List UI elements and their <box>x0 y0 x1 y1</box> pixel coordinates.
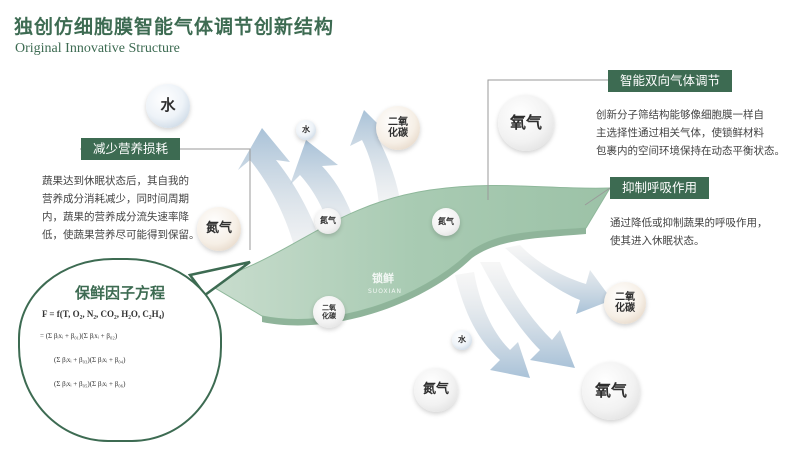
water-bubble-large: 水 <box>146 84 190 128</box>
reduce-nutrient-loss-tag: 减少营养损耗 <box>81 138 181 160</box>
desc-line: 内，蔬果的营养成分流失速率降 <box>42 211 189 223</box>
desc-line: 蔬果达到休眠状态后，其自我的 <box>42 175 189 187</box>
formula-main: F = f(T, O₂, N₂, CO₂, H₂O, C₂H₄) <box>42 309 165 319</box>
brand-logo-sub: SUOXIAN <box>368 288 403 295</box>
formula-title: 保鲜因子方程 <box>74 284 165 302</box>
nitrogen-bubble-left: 氮气 <box>197 207 241 251</box>
nitrogen-bubble-small: 氮气 <box>315 208 341 234</box>
formula-row: = (Σ βᵢxᵢ + β₀₁)(Σ βᵢxᵢ + β₀₂) <box>40 332 118 340</box>
desc-line: 包裹内的空间环境保持在动态平衡状态。 <box>596 145 785 157</box>
arrow-down-mid <box>455 272 530 378</box>
nitrogen-bubble-membrane: 氮气 <box>432 208 460 236</box>
co2-bubble-top: 二氧 化碳 <box>376 106 420 150</box>
desc-line: 主选择性通过相关气体，使锁鲜材料 <box>596 127 764 139</box>
formula-row: (Σ βᵢxᵢ + β₀₃)(Σ βᵢxᵢ + β₀₄) <box>54 356 126 364</box>
brand-logo: 锁鲜 <box>372 272 394 285</box>
desc-line: 创新分子筛结构能够像细胞膜一样自 <box>596 109 764 121</box>
page-subtitle: Original Innovative Structure <box>15 41 180 56</box>
desc-line: 通过降低或抑制蔬果的呼吸作用， <box>610 217 768 229</box>
arrow-down-right-2 <box>505 245 612 314</box>
leader-right-1 <box>487 79 610 200</box>
co2-bubble-right: 二氧 化碳 <box>604 282 646 324</box>
oxygen-bubble-bottom: 氧气 <box>582 362 640 420</box>
co2-bubble-membrane: 二氧 化碳 <box>313 296 345 328</box>
desc-line: 营养成分消耗减少，同时间周期 <box>42 193 189 205</box>
oxygen-bubble-top: 氧气 <box>498 95 554 151</box>
desc-line: 低，使蔬果营养尽可能得到保留。 <box>42 229 200 241</box>
formula-bubble: 保鲜因子方程 F = f(T, O₂, N₂, CO₂, H₂O, C₂H₄) … <box>18 258 222 442</box>
arrow-down-right-1 <box>480 262 575 368</box>
desc-line: 使其进入休眠状态。 <box>610 235 705 247</box>
inhibit-respiration-tag: 抑制呼吸作用 <box>610 177 710 199</box>
leader-right-2 <box>584 187 611 206</box>
inhibit-respiration-text: 通过降低或抑制蔬果的呼吸作用， 使其进入休眠状态。 <box>610 214 795 250</box>
nitrogen-bubble-bottom: 氮气 <box>414 368 458 412</box>
water-bubble-small: 水 <box>296 120 316 140</box>
smart-gas-regulation-tag: 智能双向气体调节 <box>608 70 733 92</box>
smart-gas-regulation-text: 创新分子筛结构能够像细胞膜一样自 主选择性通过相关气体，使锁鲜材料 包裹内的空间… <box>596 106 796 160</box>
formula-row: (Σ βᵢxᵢ + β₀₅)(Σ βᵢxᵢ + β₀₆) <box>54 380 126 388</box>
water-bubble-bottom: 水 <box>452 330 472 350</box>
reduce-nutrient-loss-text: 蔬果达到休眠状态后，其自我的 营养成分消耗减少，同时间周期 内，蔬果的营养成分流… <box>42 172 252 244</box>
arrow-up-left <box>238 128 328 270</box>
page-title: 独创仿细胞膜智能气体调节创新结构 <box>14 16 335 38</box>
